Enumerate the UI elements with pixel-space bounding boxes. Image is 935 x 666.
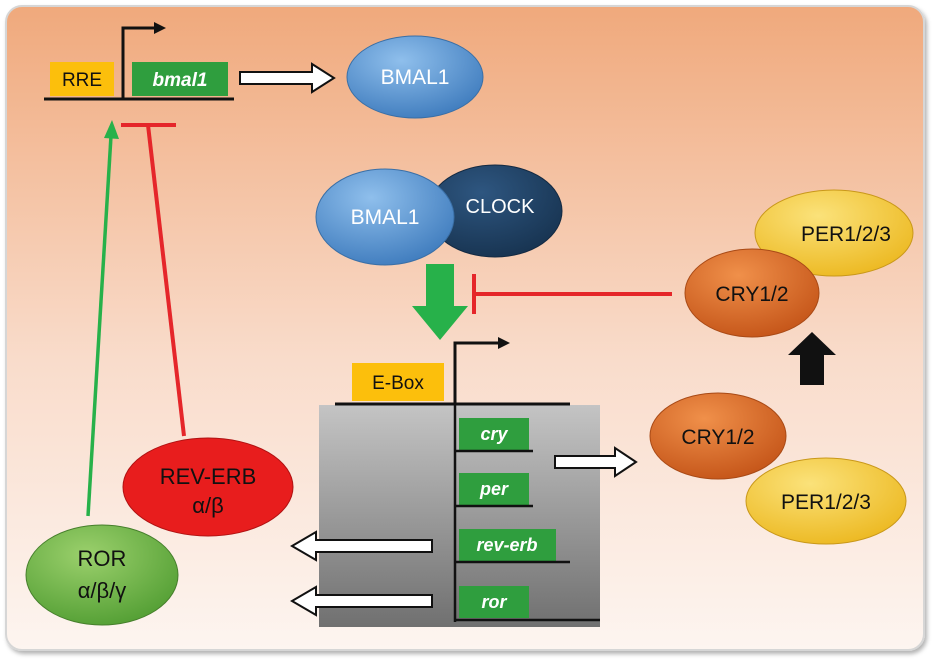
tss-arrow-center (453, 341, 502, 404)
per-top-label: PER1/2/3 (801, 223, 891, 246)
ebox-promoter: E-Box cry per rev-erb ror (319, 337, 600, 627)
cry-gene-label: cry (480, 424, 508, 444)
bmal1-complex-ellipse (315, 168, 455, 266)
rev-erb-name-label: REV-ERB (160, 464, 257, 489)
cry-bottom-label: CRY1/2 (681, 426, 754, 449)
ror-gene-label: ror (481, 592, 507, 612)
bmal1-complex-label: BMAL1 (351, 206, 420, 229)
activation-arrow-ebox (412, 264, 468, 340)
tss-arrow-top-head (154, 22, 166, 34)
ror-activation-head (104, 120, 119, 139)
ror-protein: ROR α/β/γ (25, 524, 179, 626)
rev-erb-isoform-label: α/β (192, 493, 224, 518)
per-protein-top: PER1/2/3 (754, 189, 914, 277)
rev-erb-protein: REV-ERB α/β (122, 437, 294, 537)
bmal1-top-label: BMAL1 (381, 66, 450, 89)
ror-gene-box (459, 586, 529, 618)
ebox-label: E-Box (372, 373, 424, 394)
clock-label: CLOCK (466, 196, 536, 218)
cry-top-label: CRY1/2 (715, 283, 788, 306)
rev-erb-gene-box (459, 529, 556, 561)
tss-arrow-top (121, 26, 158, 99)
translation-arrow-ror (290, 585, 433, 617)
translation-arrow-rev-erb (290, 530, 433, 562)
per-bottom-label: PER1/2/3 (781, 491, 871, 514)
per-gene-label: per (479, 479, 509, 499)
cry-protein-bottom: CRY1/2 (649, 392, 787, 480)
rre-label: RRE (62, 70, 102, 91)
bmal1-gene-box (132, 62, 228, 96)
bmal1-protein-top: BMAL1 (346, 35, 484, 119)
rre-promoter: RRE bmal1 (44, 22, 234, 101)
bmal1-gene-label: bmal1 (153, 70, 208, 91)
bmal1-clock-complex: CLOCK BMAL1 (315, 164, 563, 266)
ebox-box (352, 363, 444, 401)
rev-erb-repression-line (146, 124, 186, 437)
ror-activation-line (86, 135, 113, 517)
per-gene-box (459, 473, 529, 505)
complex-formation-arrow (788, 332, 836, 385)
translation-arrow-bmal1 (239, 62, 336, 94)
per-protein-bottom: PER1/2/3 (745, 457, 907, 545)
translation-arrow-cry-per (554, 446, 638, 478)
cry-protein-top: CRY1/2 (684, 248, 820, 338)
tss-arrow-center-head (498, 337, 510, 349)
rre-box (50, 62, 114, 96)
rev-erb-gene-label: rev-erb (476, 535, 537, 555)
ror-name-label: ROR (78, 546, 127, 571)
ror-isoform-label: α/β/γ (78, 578, 127, 603)
cry-gene-box (459, 418, 529, 450)
